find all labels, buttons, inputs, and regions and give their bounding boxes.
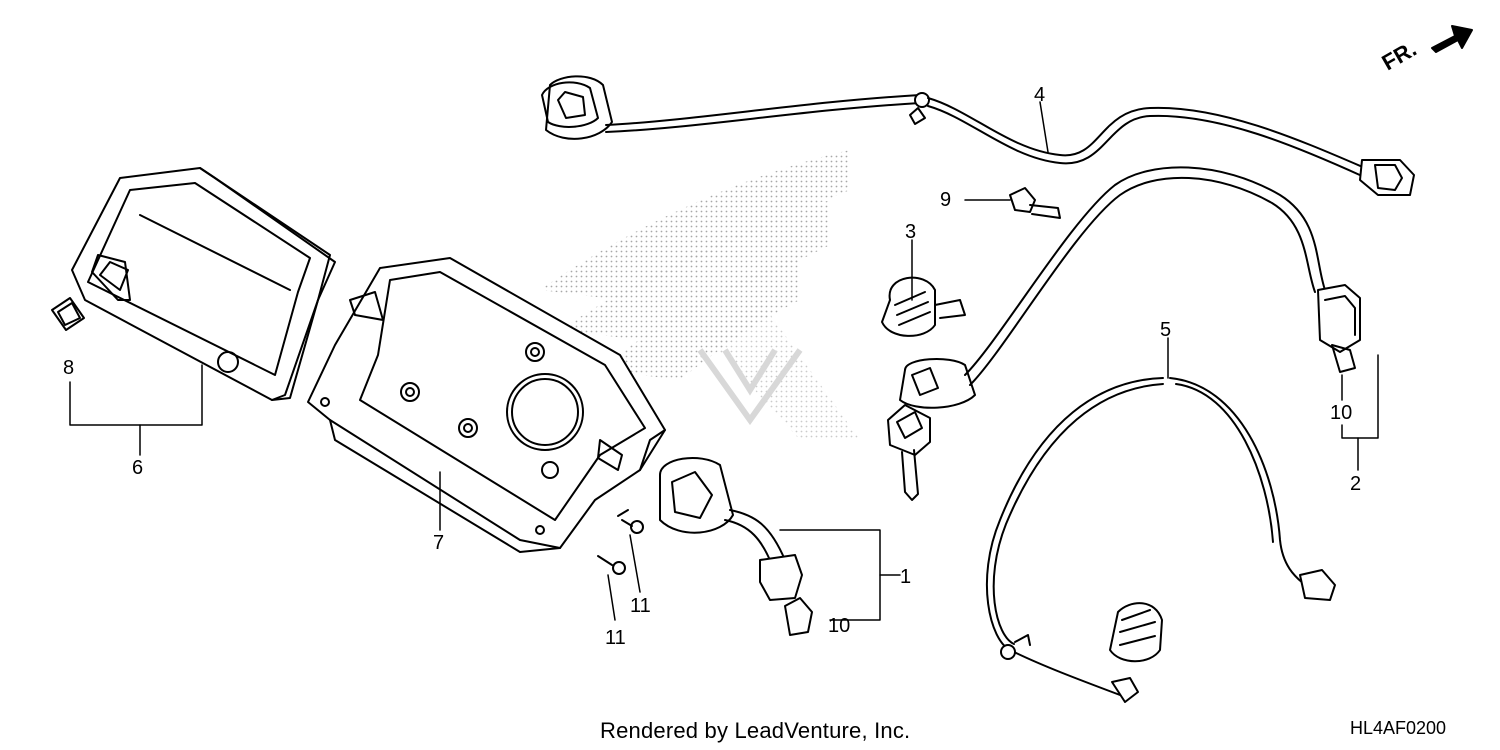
- ignition-key: [887, 404, 931, 501]
- leader-lines: [69, 101, 1379, 621]
- front-arrow-icon: [1431, 25, 1473, 53]
- lower-harness: [985, 377, 1336, 703]
- switch-harness: [659, 457, 813, 636]
- meter-case: [307, 257, 666, 553]
- callout-2: 2: [1350, 473, 1362, 495]
- upper-harness: [541, 75, 1415, 196]
- diagram-code: HL4AF0200: [1350, 718, 1447, 738]
- leadventure-watermark: [697, 348, 803, 426]
- emblem-part: [51, 297, 85, 331]
- callout-5: 5: [1160, 319, 1172, 341]
- ignition-switch: [899, 166, 1361, 409]
- callout-8: 8: [63, 357, 75, 379]
- render-credit: Rendered by LeadVenture, Inc.: [600, 718, 911, 743]
- meter-assembly: [71, 167, 336, 401]
- callout-3: 3: [905, 221, 917, 243]
- callout-11-lower: 11: [605, 627, 626, 649]
- screw-parts: [597, 509, 644, 575]
- wing-watermark: [540, 150, 860, 440]
- callout-10-right: 10: [1330, 402, 1353, 424]
- callout-11-upper: 11: [630, 595, 651, 617]
- clip-part: [1009, 187, 1061, 219]
- callout-6: 6: [132, 457, 144, 479]
- callout-10-lower: 10: [828, 615, 851, 637]
- callout-7: 7: [433, 532, 445, 554]
- callout-4: 4: [1034, 84, 1046, 106]
- key-cap: [881, 276, 966, 337]
- callout-1: 1: [900, 566, 912, 588]
- callout-9: 9: [940, 189, 952, 211]
